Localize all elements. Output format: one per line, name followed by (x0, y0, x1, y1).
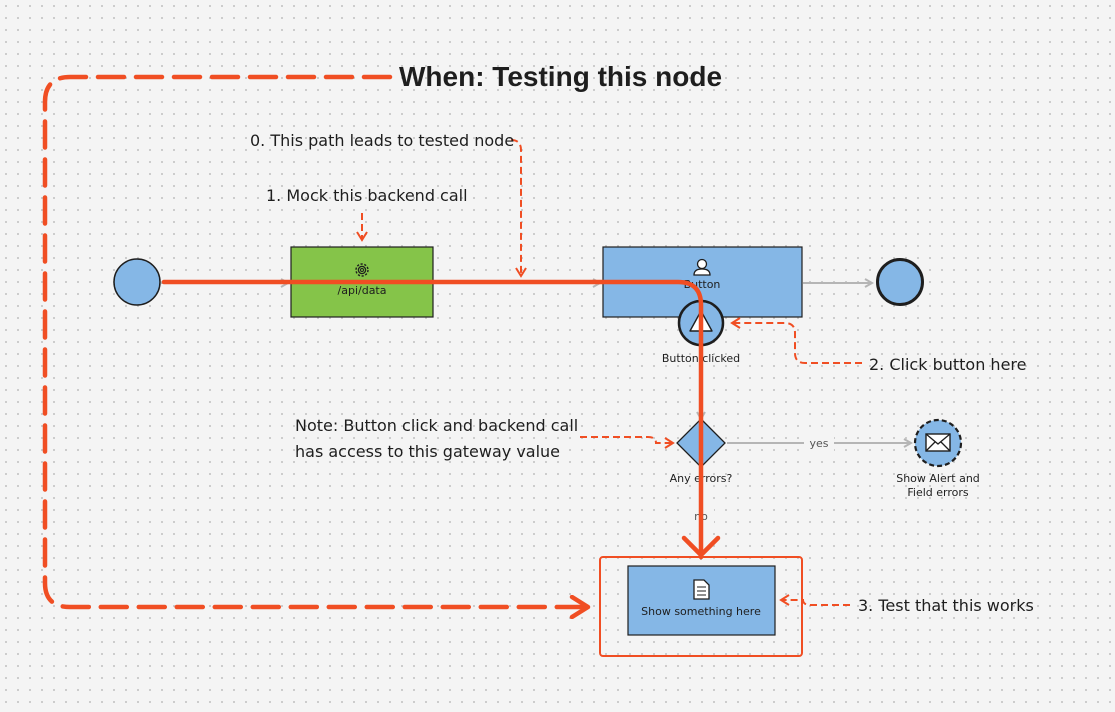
gear-icon (355, 263, 369, 277)
highlighted-test-path (161, 279, 704, 560)
end-event[interactable] (876, 258, 924, 306)
user-icon (693, 258, 711, 276)
end-alert-label-line1: Show Alert and (896, 472, 980, 485)
annotation-arrow-note (580, 436, 675, 449)
annotation-test-note: 3. Test that this works (858, 596, 1034, 615)
flow-label-yes: yes (809, 437, 828, 450)
highlighted-path-arrowhead (681, 535, 721, 558)
document-icon (693, 579, 710, 600)
end-alert-label-line2: Field errors (907, 486, 969, 499)
diagram-title: When: Testing this node (399, 61, 722, 92)
end-event-show-alert[interactable] (913, 418, 963, 468)
envelope-icon (925, 433, 951, 452)
annotation-gateway-note-line1: Note: Button click and backend call (295, 416, 578, 435)
annotation-arrow-test (779, 594, 850, 606)
annotation-arrow-path (510, 139, 527, 278)
tested-task-label: Show something here (641, 605, 761, 618)
start-event[interactable] (113, 258, 161, 306)
annotation-gateway-note-line2: has access to this gateway value (295, 442, 560, 461)
testing-scope-outline (42, 74, 591, 607)
annotation-mock-note: 1. Mock this backend call (266, 186, 468, 205)
service-task-label: /api/data (338, 284, 387, 297)
annotation-arrow-click (730, 317, 862, 364)
tested-task-show-something[interactable]: Show something here (627, 565, 776, 636)
annotation-path-note: 0. This path leads to tested node (250, 131, 514, 150)
annotation-click-note: 2. Click button here (869, 355, 1026, 374)
